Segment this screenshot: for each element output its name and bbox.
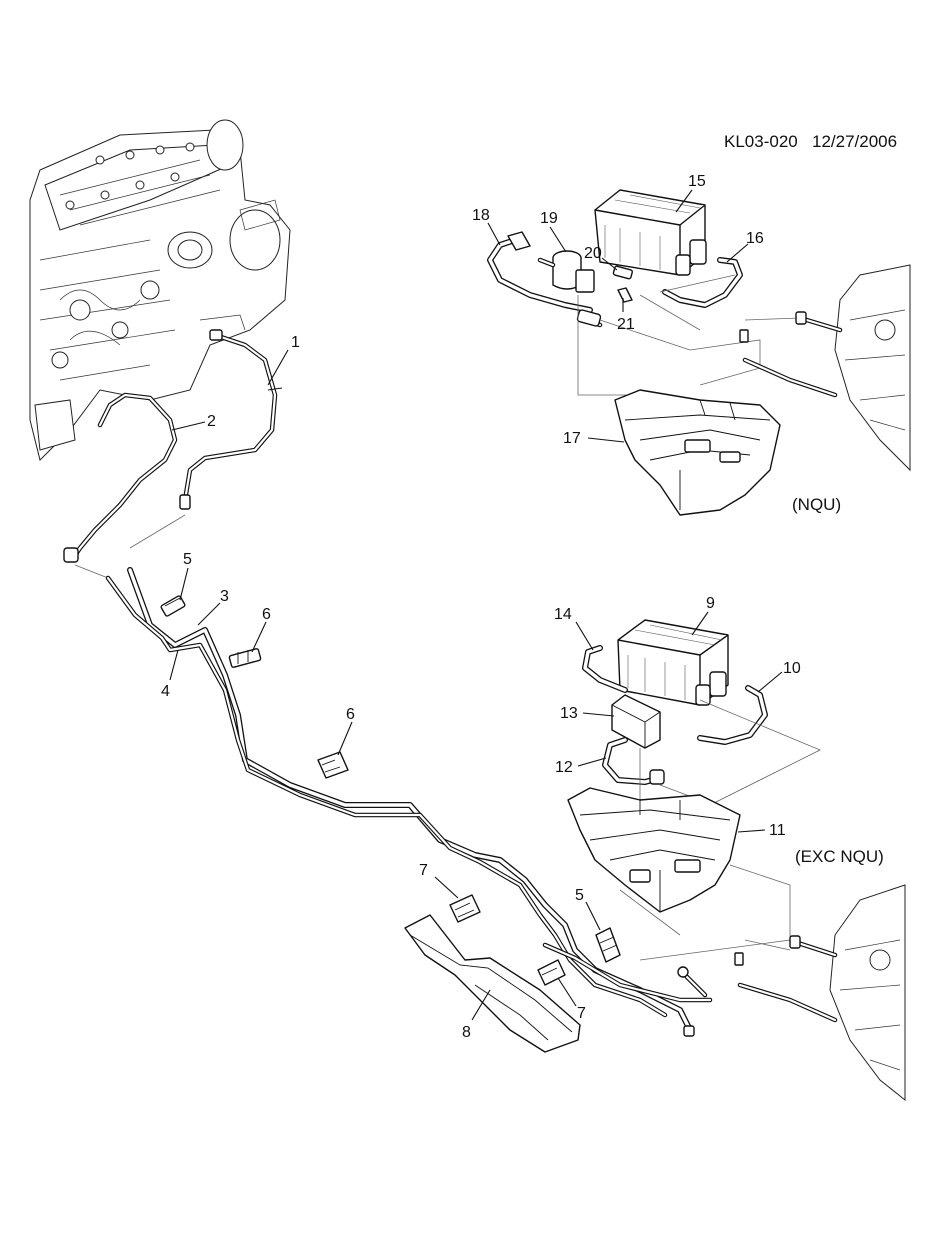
svg-text:7: 7 [419, 862, 428, 879]
hose-10 [697, 685, 768, 745]
callout-9: 9 [691, 595, 715, 636]
canister-15 [594, 189, 707, 276]
callout-6-lower: 6 [337, 706, 355, 756]
fuel-line-2 [63, 392, 178, 563]
callout-7-lower: 7 [557, 977, 586, 1022]
clip-6-upper [228, 648, 262, 668]
svg-text:4: 4 [161, 683, 170, 700]
clip-5-lower [595, 927, 621, 963]
callout-4: 4 [161, 649, 179, 700]
canister-9 [617, 619, 729, 706]
callout-3: 3 [197, 588, 229, 626]
callout-5-lower: 5 [575, 887, 601, 931]
tray-11 [567, 787, 741, 913]
valve-13 [611, 694, 661, 749]
connection-dash-lower [619, 699, 821, 961]
svg-text:18: 18 [472, 207, 490, 224]
svg-text:5: 5 [575, 887, 584, 904]
fuel-tank-upper-fragment [739, 264, 911, 472]
svg-text:19: 19 [540, 210, 558, 227]
tray-17 [614, 389, 781, 516]
hose-12 [602, 737, 665, 785]
callout-8: 8 [462, 989, 491, 1041]
callout-20: 20 [584, 245, 618, 271]
callout-15: 15 [675, 173, 706, 213]
svg-text:13: 13 [560, 705, 578, 722]
callout-12: 12 [555, 757, 607, 776]
callout-10: 10 [757, 660, 801, 693]
svg-text:2: 2 [207, 413, 216, 430]
fuel-tank-lower-fragment [734, 884, 906, 1102]
hose-canister-upper [576, 309, 603, 328]
callout-7-upper: 7 [419, 862, 459, 899]
svg-text:9: 9 [706, 595, 715, 612]
hose-16 [662, 257, 743, 308]
callout-2: 2 [171, 413, 216, 431]
valve-19 [537, 250, 595, 293]
svg-text:8: 8 [462, 1024, 471, 1041]
callout-1: 1 [267, 334, 300, 386]
svg-text:11: 11 [769, 822, 786, 839]
connector-20 [612, 265, 633, 280]
callout-13: 13 [560, 705, 615, 722]
svg-text:6: 6 [262, 606, 271, 623]
svg-text:10: 10 [783, 660, 801, 677]
clip-6-lower [317, 751, 349, 779]
clip-5-upper [160, 595, 186, 617]
callout-16: 16 [726, 230, 764, 263]
svg-text:7: 7 [577, 1005, 586, 1022]
callout-18: 18 [472, 207, 501, 246]
clip-7-lower [537, 959, 566, 986]
svg-text:20: 20 [584, 245, 602, 262]
callout-21: 21 [617, 298, 635, 333]
diagram-date: 12/27/2006 [812, 132, 897, 151]
heat-shield-8 [404, 914, 581, 1053]
clip-7-upper [449, 894, 481, 923]
fuel-line-3-4-bundle [105, 567, 713, 1037]
connection-dash [74, 514, 186, 579]
diagram-id: KL03-020 [724, 132, 798, 151]
callout-14: 14 [554, 606, 594, 651]
callout-17: 17 [563, 430, 625, 447]
svg-text:1: 1 [291, 334, 300, 351]
callout-19: 19 [540, 210, 567, 253]
callout-11: 11 [737, 822, 786, 839]
connector-21 [617, 287, 633, 303]
svg-text:12: 12 [555, 759, 573, 776]
svg-text:14: 14 [554, 606, 572, 623]
engine-assembly [29, 119, 291, 461]
svg-text:6: 6 [346, 706, 355, 723]
variant-label-nqu: (NQU) [792, 495, 841, 514]
svg-text:3: 3 [220, 588, 229, 605]
variant-label-exc-nqu: (EXC NQU) [795, 847, 884, 866]
svg-text:5: 5 [183, 551, 192, 568]
fuel-line-1 [179, 329, 283, 510]
svg-text:17: 17 [563, 430, 581, 447]
connection-dash-upper [577, 274, 801, 396]
svg-text:16: 16 [746, 230, 764, 247]
svg-text:21: 21 [617, 316, 635, 333]
hose-14 [582, 645, 628, 693]
callout-5-upper: 5 [179, 551, 192, 601]
svg-text:15: 15 [688, 173, 706, 190]
callout-6-upper: 6 [251, 606, 271, 653]
